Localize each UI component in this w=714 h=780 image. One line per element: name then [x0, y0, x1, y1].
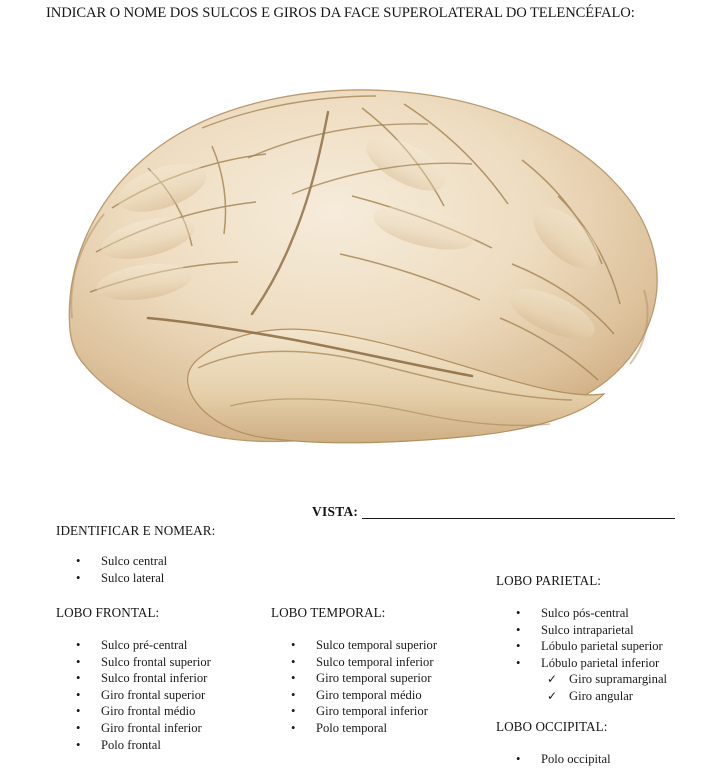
superior-gyri: [201, 95, 473, 195]
bullet-icon: •: [516, 639, 521, 654]
sublist-item: ✓ Giro supramarginal: [541, 671, 667, 687]
list-item: • Giro temporal inferior: [271, 703, 437, 720]
bullet-icon: •: [76, 720, 81, 735]
sublist-item-label: Giro supramarginal: [569, 672, 668, 687]
list-item: • Giro temporal médio: [271, 687, 437, 704]
bullet-icon: •: [76, 654, 81, 669]
bullet-icon: •: [516, 622, 521, 637]
list-temporal: • Sulco temporal superior • Sulco tempor…: [271, 637, 437, 737]
parietal-gyri-fill: [366, 137, 475, 250]
occipital-pole-edge: [629, 289, 649, 365]
check-icon: ✓: [547, 672, 558, 687]
central-sulcus: [250, 110, 330, 316]
list-item-label: Lóbulo parietal superior: [541, 639, 663, 654]
list-item-label: Polo frontal: [101, 737, 161, 752]
list-parietal: • Sulco pós-central • Sulco intraparieta…: [496, 605, 667, 704]
lateral-sulcus: [146, 316, 474, 378]
list-occipital: • Polo occipital: [496, 751, 611, 768]
list-item: • Polo occipital: [496, 751, 611, 768]
list-item-label: Polo occipital: [541, 752, 611, 766]
frontal-pole-edge: [70, 213, 105, 319]
list-item: • Giro frontal superior: [56, 687, 211, 704]
list-item: • Polo temporal: [271, 720, 437, 737]
list-item: • Lóbulo parietal superior: [496, 638, 667, 655]
bullet-icon: •: [291, 638, 296, 652]
list-item: • Sulco temporal inferior: [271, 654, 437, 671]
list-item-label: Sulco lateral: [101, 570, 165, 585]
bullet-icon: •: [76, 638, 81, 652]
sublist-item-label: Giro angular: [569, 688, 633, 703]
bullet-icon: •: [291, 671, 296, 686]
list-item: • Sulco pós-central: [496, 605, 667, 622]
bullet-icon: •: [76, 704, 81, 719]
occipital-gyri-fill: [509, 207, 599, 339]
check-icon: ✓: [547, 688, 558, 703]
list-item: • Giro frontal inferior: [56, 720, 211, 737]
list-item-label: Polo temporal: [316, 720, 388, 735]
list-item: • Sulco intraparietal: [496, 622, 667, 639]
list-item-label: Giro frontal médio: [101, 704, 196, 719]
list-item: • Lóbulo parietal inferior ✓ Giro supram…: [496, 655, 667, 704]
list-item: • Sulco frontal superior: [56, 654, 211, 671]
list-frontal: • Sulco pré-central • Sulco frontal supe…: [56, 637, 211, 753]
list-item-label: Sulco temporal superior: [316, 638, 438, 652]
sublist-parietal-inferior: ✓ Giro supramarginal ✓ Giro angular: [541, 671, 667, 704]
list-item: • Polo frontal: [56, 737, 211, 754]
list-item: • Sulco temporal superior: [271, 637, 437, 654]
list-item: • Giro frontal médio: [56, 703, 211, 720]
page-title: INDICAR O NOME DOS SULCOS E GIROS DA FAC…: [46, 5, 635, 21]
list-item-label: Giro frontal inferior: [101, 720, 202, 735]
bullet-icon: •: [291, 720, 296, 735]
vista-field[interactable]: VISTA:: [312, 504, 676, 520]
bullet-icon: •: [76, 671, 81, 686]
bullet-icon: •: [516, 606, 521, 620]
list-item-label: Giro frontal superior: [101, 687, 206, 702]
section-heading-parietal: LOBO PARIETAL:: [496, 573, 602, 588]
occipital-gyri: [499, 159, 621, 381]
list-item-label: Giro temporal superior: [316, 671, 432, 686]
list-item: • Sulco frontal inferior: [56, 670, 211, 687]
section-heading-temporal: LOBO TEMPORAL:: [271, 605, 386, 620]
bullet-icon: •: [291, 704, 296, 719]
temporal-lobe: [187, 328, 606, 444]
list-item-label: Giro temporal médio: [316, 687, 422, 702]
list-item-label: Lóbulo parietal inferior: [541, 655, 660, 670]
frontal-gyri-fill: [96, 164, 207, 301]
sublist-item: ✓ Giro angular: [541, 688, 667, 704]
bullet-icon: •: [516, 655, 521, 670]
bullet-icon: •: [76, 554, 81, 568]
list-item: • Sulco pré-central: [56, 637, 211, 654]
brain-illustration: [52, 68, 672, 468]
bullet-icon: •: [76, 570, 81, 585]
list-item-label: Sulco frontal superior: [101, 654, 211, 669]
section-heading-identificar: IDENTIFICAR E NOMEAR:: [56, 523, 216, 538]
list-item-label: Sulco pré-central: [101, 638, 188, 652]
list-item-label: Sulco frontal inferior: [101, 671, 208, 686]
bullet-icon: •: [291, 654, 296, 669]
bullet-icon: •: [76, 687, 81, 702]
bullet-icon: •: [516, 752, 521, 766]
list-item-label: Sulco intraparietal: [541, 622, 634, 637]
vista-label: VISTA:: [312, 504, 359, 519]
list-item-label: Sulco pós-central: [541, 606, 629, 620]
section-heading-frontal: LOBO FRONTAL:: [56, 605, 160, 620]
list-item-label: Sulco central: [101, 554, 168, 568]
vista-answer-blank[interactable]: [362, 518, 676, 519]
list-item-label: Sulco temporal inferior: [316, 654, 434, 669]
list-item: • Giro temporal superior: [271, 670, 437, 687]
bullet-icon: •: [291, 687, 296, 702]
list-item: • Sulco lateral: [56, 570, 167, 587]
list-item: • Sulco central: [56, 553, 167, 570]
list-item-label: Giro temporal inferior: [316, 704, 428, 719]
list-identificar: • Sulco central • Sulco lateral: [56, 553, 167, 586]
bullet-icon: •: [76, 737, 81, 752]
section-heading-occipital: LOBO OCCIPITAL:: [496, 719, 608, 734]
